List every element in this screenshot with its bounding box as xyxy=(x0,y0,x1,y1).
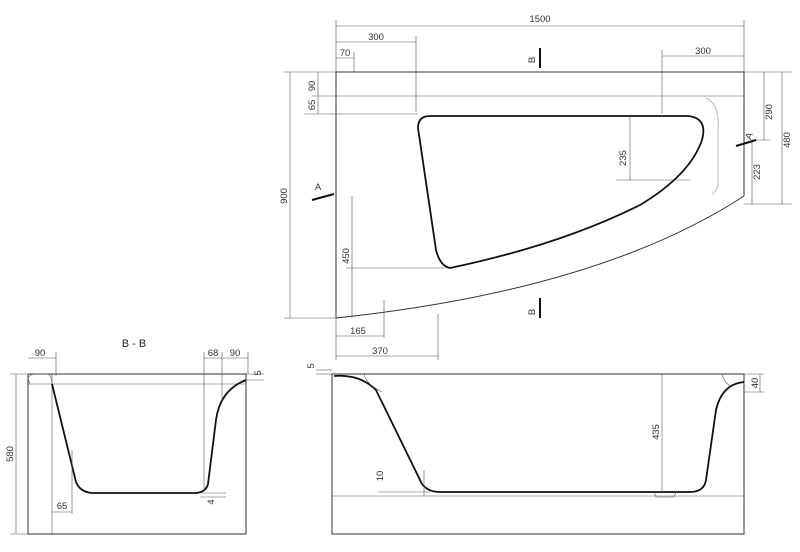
section-a-outer-box xyxy=(331,373,745,535)
section-a-drain xyxy=(653,491,677,498)
section-marker-a-left xyxy=(311,193,335,201)
dim-300-right: 300 xyxy=(695,46,711,57)
dim-450: 450 xyxy=(341,248,352,264)
plan-view: 1500 300 70 300 900 90 65 235 450 xyxy=(279,14,793,360)
dim-90-right: 90 xyxy=(230,348,241,359)
section-title: B - B xyxy=(122,338,146,350)
plan-outer-outline xyxy=(335,71,745,319)
section-marker-a-right xyxy=(735,139,757,147)
dim-480: 480 xyxy=(782,132,793,148)
section-b-outer-box xyxy=(27,373,247,535)
dim-580: 580 xyxy=(5,446,16,462)
dim-300-left: 300 xyxy=(368,32,384,43)
section-letter-a-right: A xyxy=(743,131,756,141)
dim-70: 70 xyxy=(340,48,351,59)
dim-rim-5: 5 xyxy=(306,363,317,368)
section-a-a-view: 5 435 40 10 xyxy=(306,363,764,535)
plan-armrest-curve xyxy=(705,97,719,195)
section-letter-b-bottom: B xyxy=(527,309,538,315)
dim-90: 90 xyxy=(307,81,318,92)
section-b-b-view: B - B 90 68 90 5 580 65 4 xyxy=(5,338,264,535)
dim-65: 65 xyxy=(307,100,318,111)
dim-10: 10 xyxy=(375,471,386,482)
section-a-inner-profile xyxy=(333,374,745,493)
dim-165: 165 xyxy=(350,326,366,337)
dim-40: 40 xyxy=(750,378,761,389)
dim-65: 65 xyxy=(57,501,68,512)
section-letter-a-left: A xyxy=(315,182,322,193)
dim-4: 4 xyxy=(206,499,217,504)
plan-inner-basin xyxy=(417,115,705,269)
dim-435: 435 xyxy=(651,424,662,440)
dim-68: 68 xyxy=(208,348,219,359)
dim-rim-5: 5 xyxy=(253,370,264,375)
dim-223: 223 xyxy=(752,164,763,180)
section-b-inner-profile xyxy=(51,379,247,494)
dim-370: 370 xyxy=(372,346,388,357)
section-a-rim-curve-right xyxy=(721,373,731,387)
dim-290: 290 xyxy=(764,104,775,120)
section-a-rim-curve xyxy=(363,373,383,393)
dim-90: 90 xyxy=(35,348,46,359)
dim-235: 235 xyxy=(618,150,629,166)
section-letter-b-top: B xyxy=(527,57,538,63)
section-b-rim-edge xyxy=(27,373,53,385)
dim-900: 900 xyxy=(279,188,290,204)
dim-1500: 1500 xyxy=(529,14,550,25)
